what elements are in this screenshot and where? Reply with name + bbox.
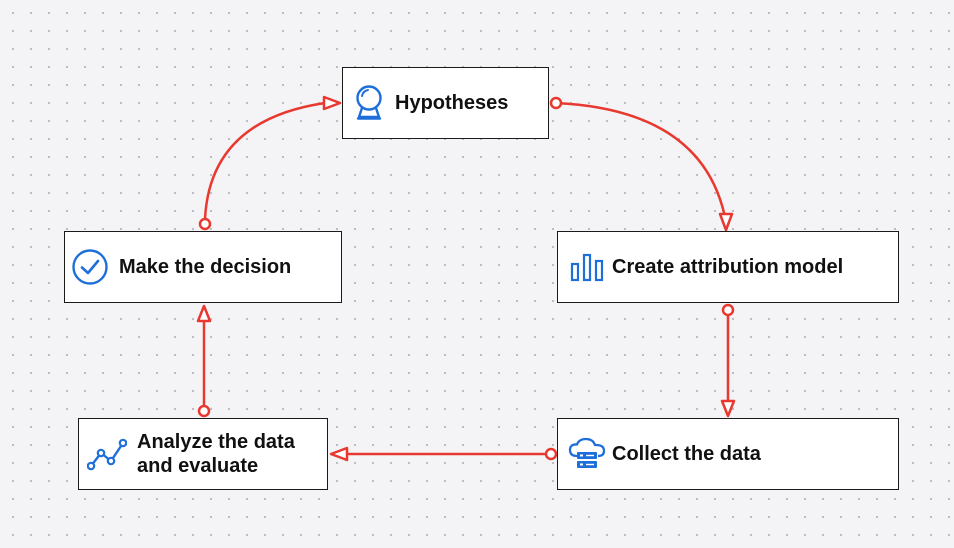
connector-decision-to-hypotheses[interactable] [198, 95, 342, 231]
node-label: Analyze the data and evaluate [137, 431, 295, 477]
connector-hypotheses-to-attribution[interactable] [549, 96, 734, 232]
node-create-attribution-model[interactable]: Create attribution model [557, 231, 899, 303]
node-collect-the-data[interactable]: Collect the data [557, 418, 899, 490]
connector-attribution-to-collect[interactable] [720, 303, 736, 418]
bar-chart-icon [570, 252, 604, 282]
check-circle-icon [71, 248, 109, 286]
node-hypotheses[interactable]: Hypotheses [342, 67, 549, 139]
cloud-server-icon [568, 437, 606, 471]
connector-collect-to-analyze[interactable] [329, 446, 558, 462]
connector-analyze-to-decision[interactable] [196, 304, 212, 418]
node-label: Collect the data [612, 443, 761, 465]
node-label: Make the decision [119, 256, 292, 278]
node-analyze-the-data[interactable]: Analyze the data and evaluate [78, 418, 328, 490]
node-label: Hypotheses [395, 92, 509, 114]
line-chart-icon [87, 437, 127, 471]
node-label: Create attribution model [612, 256, 844, 278]
node-make-the-decision[interactable]: Make the decision [64, 231, 342, 303]
crystal-ball-icon [353, 84, 385, 122]
